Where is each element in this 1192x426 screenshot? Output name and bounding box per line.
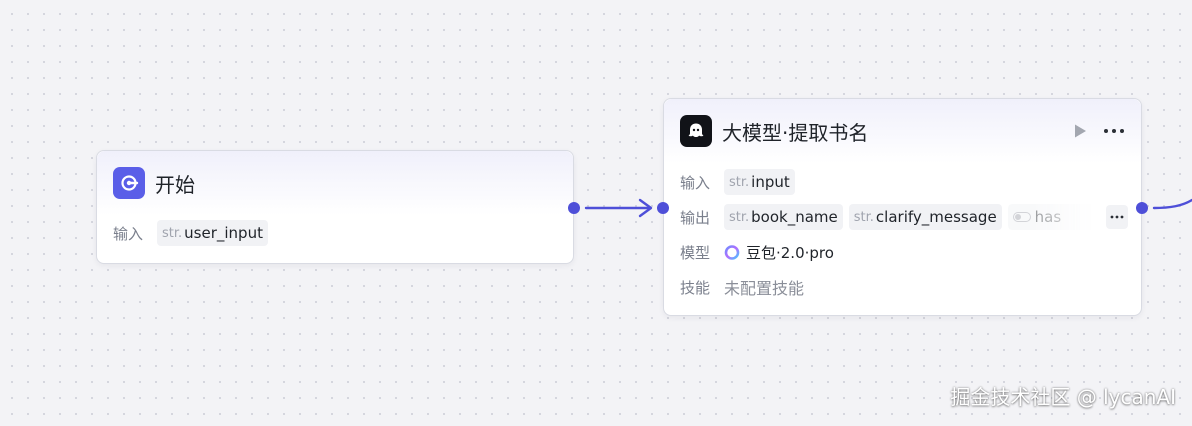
llm-skills-label: 技能: [680, 278, 711, 297]
start-node-title: 开始: [155, 172, 195, 197]
variable-name: input: [751, 173, 790, 191]
watermark: 掘金技术社区 @ lycanAI: [950, 385, 1176, 409]
start-icon: [113, 167, 145, 199]
llm-output-label: 输出: [680, 208, 711, 227]
variable-tag-truncated[interactable]: has: [1007, 204, 1094, 230]
model-name[interactable]: 豆包·2.0·pro: [746, 243, 834, 262]
variable-type: str.: [162, 225, 183, 241]
llm-node-header[interactable]: 大模型·提取书名: [664, 99, 1141, 163]
variable-type: str.: [729, 174, 750, 190]
llm-output-row: 输出 str. book_name str. clarify_message h…: [664, 203, 1141, 231]
start-node[interactable]: 开始 输入 str. user_input: [96, 150, 574, 264]
llm-model-label: 模型: [680, 243, 711, 262]
variable-type: str.: [853, 209, 874, 225]
variable-tag[interactable]: str. book_name: [724, 204, 843, 230]
more-outputs-button[interactable]: [1105, 205, 1128, 229]
llm-skills-row: 技能 未配置技能: [664, 273, 1141, 301]
llm-input-port[interactable]: [657, 202, 669, 214]
variable-tag[interactable]: str. user_input: [157, 220, 268, 246]
variable-name: has: [1034, 208, 1062, 226]
variable-name: user_input: [184, 224, 263, 242]
edge-llm-outgoing: [1152, 198, 1192, 210]
llm-input-row: 输入 str. input: [664, 168, 1141, 196]
llm-ghost-icon: [680, 115, 712, 147]
llm-node[interactable]: 大模型·提取书名 输入 str.: [663, 98, 1142, 316]
variable-type: str.: [729, 209, 750, 225]
edge-arrowhead: [638, 198, 653, 218]
start-input-label: 输入: [113, 224, 144, 243]
variable-tag[interactable]: str. input: [724, 169, 795, 195]
start-node-header[interactable]: 开始: [97, 151, 573, 215]
llm-model-row: 模型 豆包·2.0·pro: [664, 238, 1141, 266]
more-icon[interactable]: [1103, 128, 1125, 134]
llm-node-title: 大模型·提取书名: [722, 120, 869, 145]
llm-input-label: 输入: [680, 173, 711, 192]
skills-value: 未配置技能: [724, 279, 805, 298]
llm-node-actions: [1073, 123, 1125, 139]
boolean-toggle-icon: [1012, 212, 1031, 222]
start-input-row: 输入 str. user_input: [97, 219, 573, 247]
play-icon[interactable]: [1073, 123, 1087, 139]
variable-name: clarify_message: [875, 208, 997, 226]
llm-output-port[interactable]: [1136, 202, 1148, 214]
start-output-port[interactable]: [568, 202, 580, 214]
variable-name: book_name: [751, 208, 838, 226]
ellipsis-icon: [1110, 215, 1124, 219]
variable-tag[interactable]: str. clarify_message: [848, 204, 1002, 230]
doubao-icon: [724, 244, 740, 260]
